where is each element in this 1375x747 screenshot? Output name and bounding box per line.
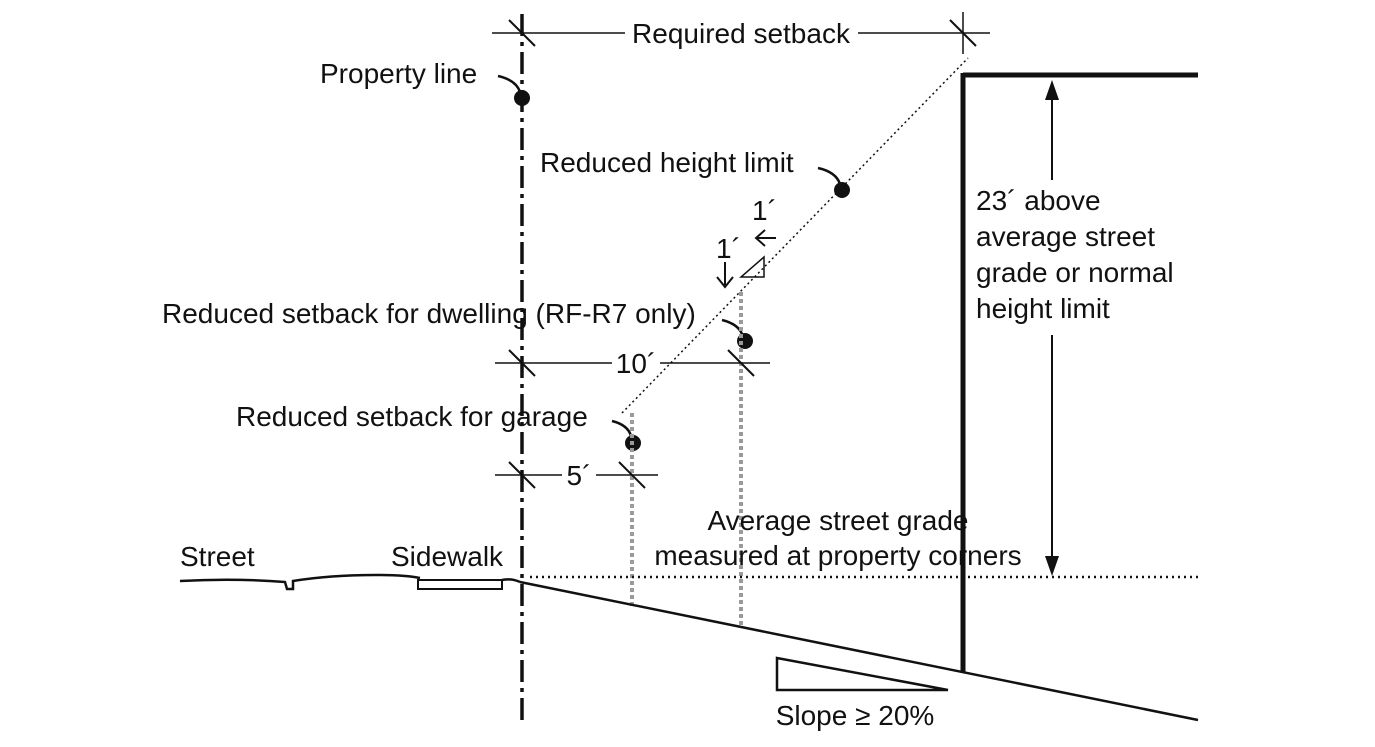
slope-run-arrowhead bbox=[754, 229, 766, 247]
dimension-5-tick-right bbox=[618, 461, 646, 489]
required-setback-tick-left bbox=[508, 19, 536, 47]
sloped-ground-line bbox=[519, 580, 1199, 722]
slope-indicator-triangle bbox=[775, 656, 949, 692]
street-label: Street bbox=[180, 541, 255, 572]
dimension-5-tick-left bbox=[508, 461, 536, 489]
reduced-height-limit-label: Reduced height limit bbox=[540, 147, 794, 178]
dimension-10-tick-right bbox=[727, 349, 755, 377]
property-line-marker bbox=[514, 90, 530, 106]
height-label-line-2: average street bbox=[976, 221, 1155, 252]
dimension-5-label: 5´ bbox=[567, 460, 592, 491]
height-label-line-3: grade or normal bbox=[976, 257, 1174, 288]
property-line-label: Property line bbox=[320, 58, 477, 89]
reduced-setback-garage-label: Reduced setback for garage bbox=[236, 401, 588, 432]
slope-triangle-icon bbox=[738, 255, 765, 278]
height-arrowhead-up bbox=[1045, 80, 1059, 100]
reduced-height-limit-line bbox=[621, 57, 969, 414]
dimension-10-label: 10´ bbox=[616, 348, 656, 379]
reduced-setback-dwelling-leader bbox=[721, 318, 744, 335]
height-label-line-1: 23´ above bbox=[976, 185, 1101, 216]
reduced-height-limit-leader bbox=[817, 166, 842, 185]
slope-run-label: 1´ bbox=[752, 195, 777, 226]
sidewalk-slab bbox=[417, 579, 503, 590]
reduced-setback-dwelling-label: Reduced setback for dwelling (RF-R7 only… bbox=[162, 298, 696, 329]
average-grade-label-line-2: measured at property corners bbox=[654, 540, 1021, 571]
dimension-10-tick-left bbox=[508, 349, 536, 377]
reduced-setback-garage-leader bbox=[611, 419, 633, 437]
height-arrowhead-down bbox=[1045, 556, 1059, 576]
slope-rise-arrowhead bbox=[716, 276, 734, 289]
slope-rise-label: 1´ bbox=[716, 233, 741, 264]
average-grade-label-line-1: Average street grade bbox=[708, 505, 969, 536]
sidewalk-label: Sidewalk bbox=[391, 541, 504, 572]
slope-label: Slope ≥ 20% bbox=[776, 700, 935, 731]
required-setback-label: Required setback bbox=[632, 18, 851, 49]
height-label-line-4: height limit bbox=[976, 293, 1110, 324]
property-line-leader bbox=[497, 74, 522, 93]
reduced-height-limit-marker bbox=[834, 182, 850, 198]
street-surface bbox=[179, 573, 421, 591]
sidewalk-to-lot-ground bbox=[501, 578, 521, 584]
